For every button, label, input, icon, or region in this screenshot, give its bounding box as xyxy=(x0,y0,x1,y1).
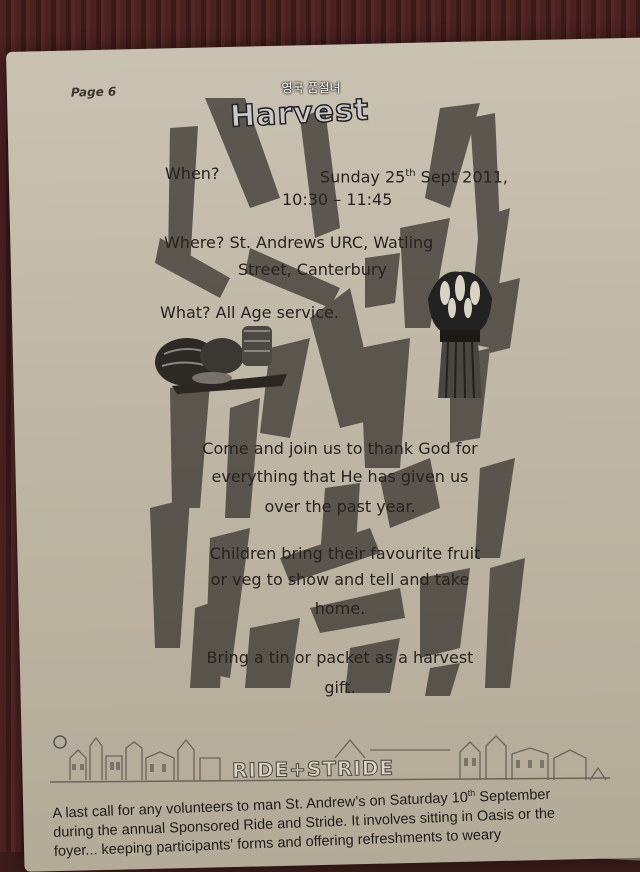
when-date: Sunday 25th Sept 2011, xyxy=(320,163,508,188)
notice-line-1-end: September xyxy=(475,786,551,806)
wheat-sheaf-illustration xyxy=(428,271,492,399)
harvest-title: Harvest xyxy=(228,92,371,136)
when-date-rest: Sept 2011, xyxy=(415,167,508,187)
harvest-flyer-stripes xyxy=(150,98,525,696)
invite-line-1: Come and join us to thank God for xyxy=(202,439,478,458)
what-line: What? All Age service. xyxy=(160,303,339,322)
children-line-1: Children bring their favourite fruit xyxy=(209,544,481,563)
gift-line-2: gift. xyxy=(324,678,356,697)
invite-line-3: over the past year. xyxy=(264,497,416,516)
gift-line-1: Bring a tin or packet as a harvest xyxy=(206,648,474,667)
when-label: When? xyxy=(165,164,220,183)
pumpkin-basket-illustration xyxy=(155,326,287,394)
when-date-day: Sunday 25 xyxy=(320,167,406,187)
town-skyline-illustration xyxy=(50,735,610,783)
children-line-3: home. xyxy=(314,599,366,618)
when-date-suffix: th xyxy=(405,168,416,179)
overlay-caption: 영국 품절녀 xyxy=(281,81,341,95)
invite-line-2: everything that He has given us xyxy=(211,467,469,486)
children-line-2: or veg to show and tell and take xyxy=(210,570,470,589)
ride-stride-banner-title: RIDE+STRIDE xyxy=(231,755,395,783)
where-line-2: Street, Canterbury xyxy=(238,260,387,279)
where-line-1: Where? St. Andrews URC, Watling xyxy=(164,233,434,252)
when-time: 10:30 – 11:45 xyxy=(282,190,393,209)
